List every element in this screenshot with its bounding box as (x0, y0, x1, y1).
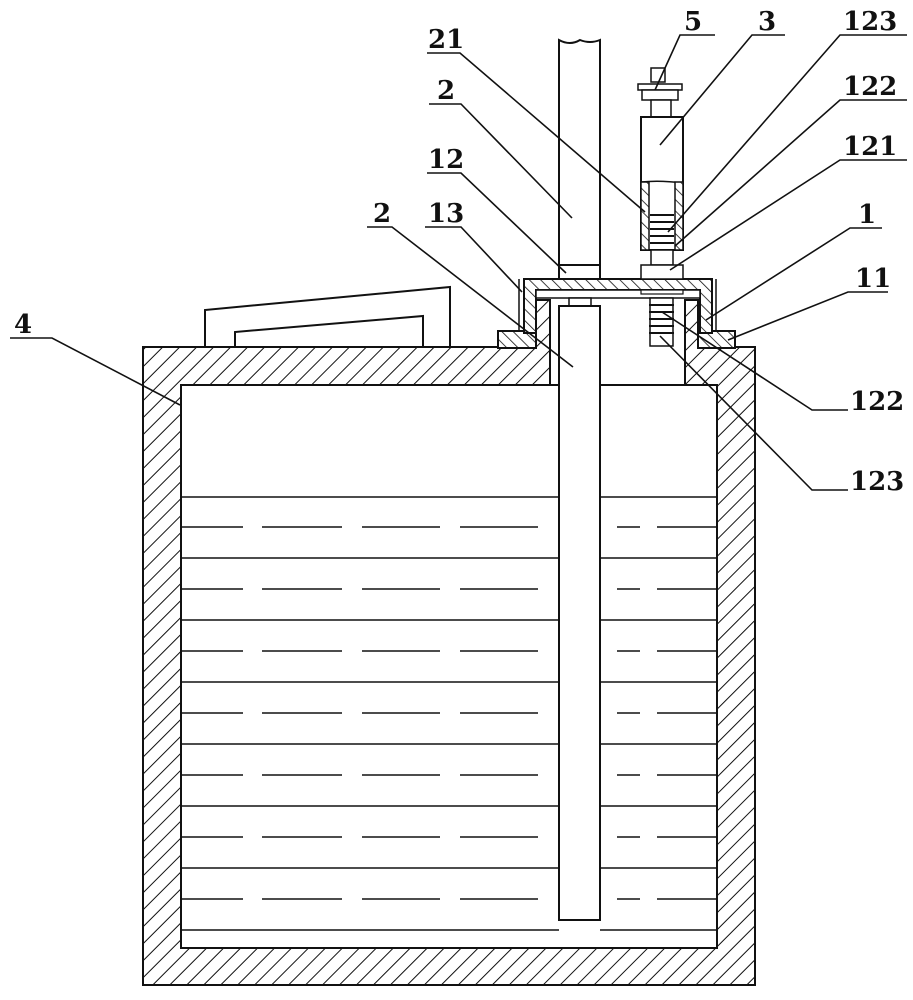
label-21: 21 (428, 25, 464, 55)
label-122-bottom: 122 (850, 387, 904, 417)
rod-lower (559, 306, 600, 920)
label-2-lower: 2 (373, 199, 391, 229)
label-123-top: 123 (843, 7, 897, 37)
label-12: 12 (428, 145, 464, 175)
container-wall (143, 300, 755, 985)
block-121 (641, 265, 683, 279)
label-2-upper: 2 (437, 76, 455, 106)
label-121: 121 (843, 132, 897, 162)
label-11: 11 (855, 264, 891, 294)
rod-upper (559, 40, 600, 279)
bolt-5-head (638, 84, 682, 90)
label-4: 4 (14, 310, 32, 340)
liquid (181, 497, 717, 930)
label-123-bottom: 123 (850, 467, 904, 497)
handle-inner (235, 316, 423, 347)
label-5: 5 (684, 7, 702, 37)
bolt-5-top (651, 68, 665, 82)
rod-connector (569, 298, 591, 306)
label-1: 1 (858, 200, 876, 230)
label-3: 3 (758, 7, 776, 37)
label-13: 13 (428, 199, 464, 229)
cap (524, 279, 712, 333)
label-122-top: 122 (843, 72, 897, 102)
